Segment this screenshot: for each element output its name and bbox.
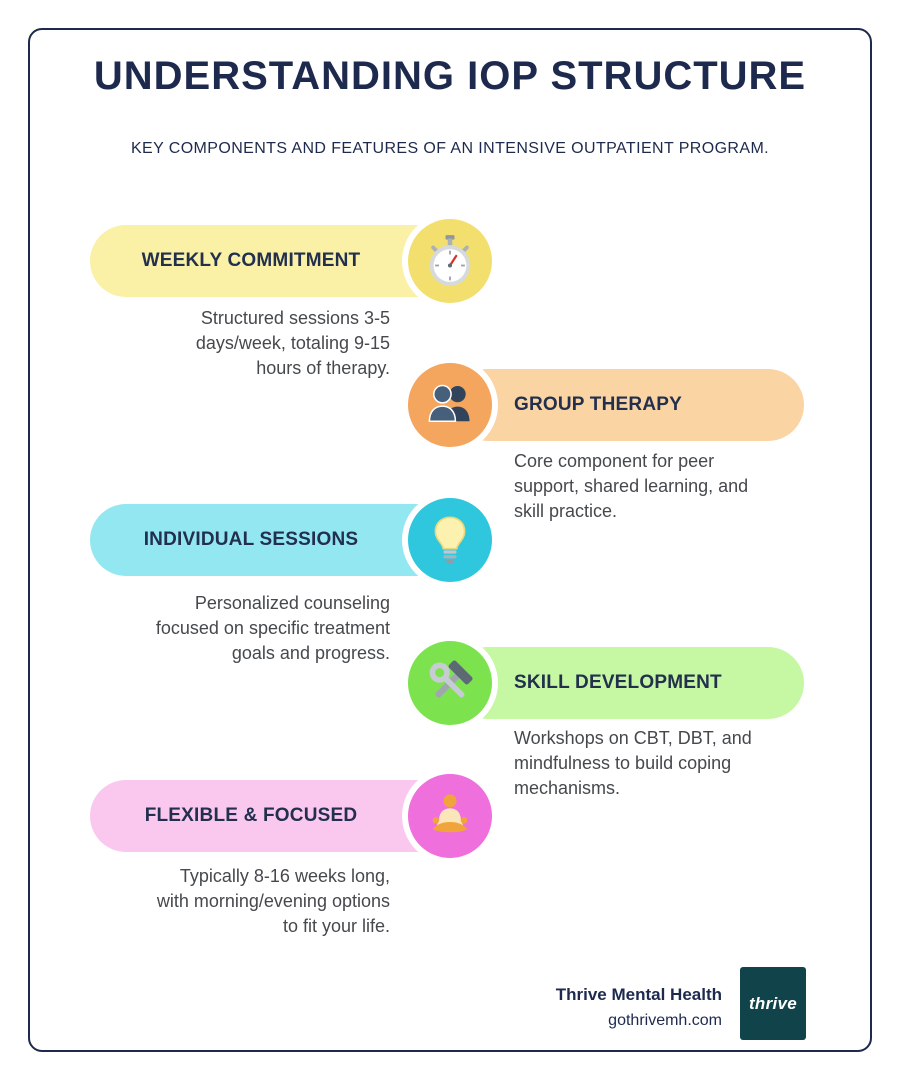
item-description-flexible-focused: Typically 8-16 weeks long, with morning/… <box>156 866 390 936</box>
hammer-wrench-icon <box>429 660 473 698</box>
item-description-individual-sessions: Personalized counseling focused on speci… <box>155 593 390 663</box>
item-label-flexible-focused: FLEXIBLE & FOCUSED <box>144 805 358 826</box>
page-title: UNDERSTANDING IOP STRUCTURE <box>93 54 807 98</box>
website-text: gothrivemh.com <box>608 1012 722 1029</box>
item-label-individual-sessions: INDIVIDUAL SESSIONS <box>143 529 359 550</box>
brand-name: Thrive Mental Health <box>555 985 722 1004</box>
item-label-weekly-commitment: WEEKLY COMMITMENT <box>141 250 361 271</box>
page-subtitle: KEY COMPONENTS AND FEATURES OF AN INTENS… <box>130 140 770 157</box>
icon-circle-group-therapy <box>402 357 498 453</box>
icon-circle-weekly-commitment <box>402 213 498 309</box>
meditation-icon <box>432 794 468 833</box>
thrive-logo-text: thrive <box>748 993 798 1013</box>
item-label-skill-development: SKILL DEVELOPMENT <box>514 672 722 693</box>
pill-individual-sessions: INDIVIDUAL SESSIONS <box>90 504 456 576</box>
footer-brand-block: Thrive Mental Health gothrivemh.com <box>556 985 722 1030</box>
icon-circle-individual-sessions <box>402 492 498 588</box>
pill-skill-development: SKILL DEVELOPMENT <box>452 647 804 719</box>
item-description-group-therapy: Core component for peer support, shared … <box>514 451 749 521</box>
pill-weekly-commitment: WEEKLY COMMITMENT <box>90 225 456 297</box>
group-people-icon <box>428 384 470 423</box>
item-description-skill-development: Workshops on CBT, DBT, and mindfulness t… <box>514 728 752 798</box>
pill-group-therapy: GROUP THERAPY <box>452 369 804 441</box>
lightbulb-icon <box>434 516 466 564</box>
pill-flexible-focused: FLEXIBLE & FOCUSED <box>90 780 456 852</box>
icon-circle-flexible-focused <box>402 768 498 864</box>
item-description-weekly-commitment: Structured sessions 3-5 days/week, total… <box>195 308 390 378</box>
stopwatch-icon <box>429 235 471 286</box>
thrive-logo: thrive <box>740 967 806 1040</box>
icon-circle-skill-development <box>402 635 498 731</box>
item-label-group-therapy: GROUP THERAPY <box>514 394 682 415</box>
